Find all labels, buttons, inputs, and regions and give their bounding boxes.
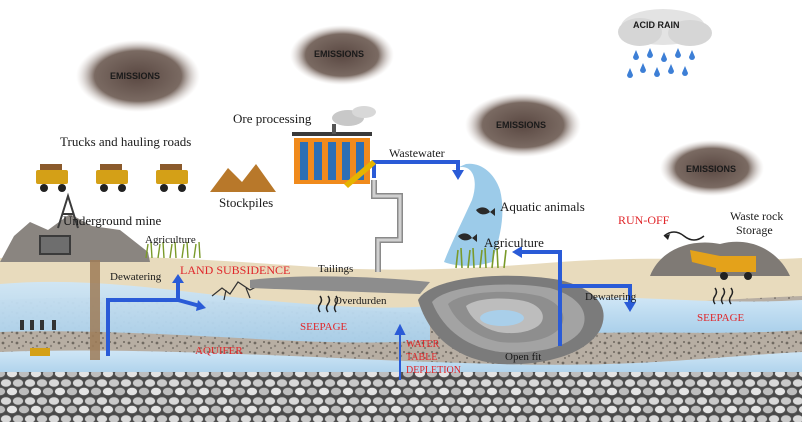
agriculture-right bbox=[455, 247, 507, 269]
acid-rain-cloud bbox=[618, 9, 712, 78]
acid-rain-label: ACID RAIN bbox=[633, 20, 680, 30]
dewatering-pipe-left bbox=[106, 278, 180, 356]
bedrock bbox=[0, 372, 802, 422]
underground-workers bbox=[20, 320, 56, 356]
agriculture-left bbox=[145, 241, 201, 259]
subsidence-cracks bbox=[211, 281, 263, 301]
agriculture-label-right: Agriculture bbox=[484, 235, 544, 250]
aquifer-water-right bbox=[560, 297, 802, 334]
emission-clouds bbox=[76, 25, 764, 196]
dump-truck bbox=[690, 250, 756, 280]
waste-rock-label-1: Waste rock bbox=[730, 209, 784, 223]
waste-rock-label-2: Storage bbox=[736, 223, 773, 237]
open-pit bbox=[418, 275, 604, 365]
land-subsidence-label: LAND SUBSIDENCE bbox=[180, 263, 291, 277]
seepage-label-right: SEEPAGE bbox=[697, 312, 745, 324]
mine-shaft bbox=[90, 260, 100, 360]
tailings bbox=[250, 276, 430, 294]
runoff-pipe bbox=[518, 250, 562, 286]
stockpiles-label: Stockpiles bbox=[219, 195, 274, 210]
agriculture-label-left: Agriculture bbox=[145, 234, 196, 246]
water-table-label-1: WATER bbox=[406, 339, 440, 350]
water-table-label-3: DEPLETION bbox=[406, 365, 461, 376]
stockpiles bbox=[210, 164, 276, 192]
emissions-label-4: EMISSIONS bbox=[686, 164, 737, 174]
ore-processing-label: Ore processing bbox=[233, 111, 312, 126]
dewatering-label-left: Dewatering bbox=[110, 271, 162, 283]
water-table-label-2: TABLE bbox=[406, 352, 438, 363]
dewatering-pipe-right bbox=[558, 284, 632, 346]
seepage-marks bbox=[317, 287, 734, 313]
runoff-arrow bbox=[663, 231, 705, 241]
open-pit-label: Open fit bbox=[505, 351, 542, 363]
aquatic-animals-label: Aquatic animals bbox=[500, 199, 585, 214]
water-table-arrows bbox=[394, 323, 406, 380]
river bbox=[444, 163, 503, 266]
fish bbox=[458, 207, 495, 242]
wastewater-pipe bbox=[372, 160, 460, 178]
wastewater-label: Wastewater bbox=[389, 146, 445, 160]
emissions-label-2: EMISSIONS bbox=[314, 49, 365, 59]
processing-plant bbox=[292, 106, 376, 188]
trucks-label: Trucks and hauling roads bbox=[60, 134, 192, 149]
aquifer-label: AQUIFER bbox=[195, 345, 243, 357]
tailings-label: Tailings bbox=[318, 263, 354, 275]
emissions-label-3: EMISSIONS bbox=[496, 120, 547, 130]
seepage-label-left: SEEPAGE bbox=[300, 321, 348, 333]
mountain-left bbox=[0, 214, 150, 262]
overburden-label: Overdurden bbox=[334, 295, 387, 307]
trucks bbox=[36, 164, 188, 192]
underground-mine-label: Underground mine bbox=[63, 213, 162, 228]
emissions-label-1: EMISSIONS bbox=[110, 71, 161, 81]
dewatering-label-right: Dewatering bbox=[585, 291, 637, 303]
run-off-label: RUN-OFF bbox=[618, 213, 670, 227]
mine-headframe bbox=[39, 192, 79, 255]
